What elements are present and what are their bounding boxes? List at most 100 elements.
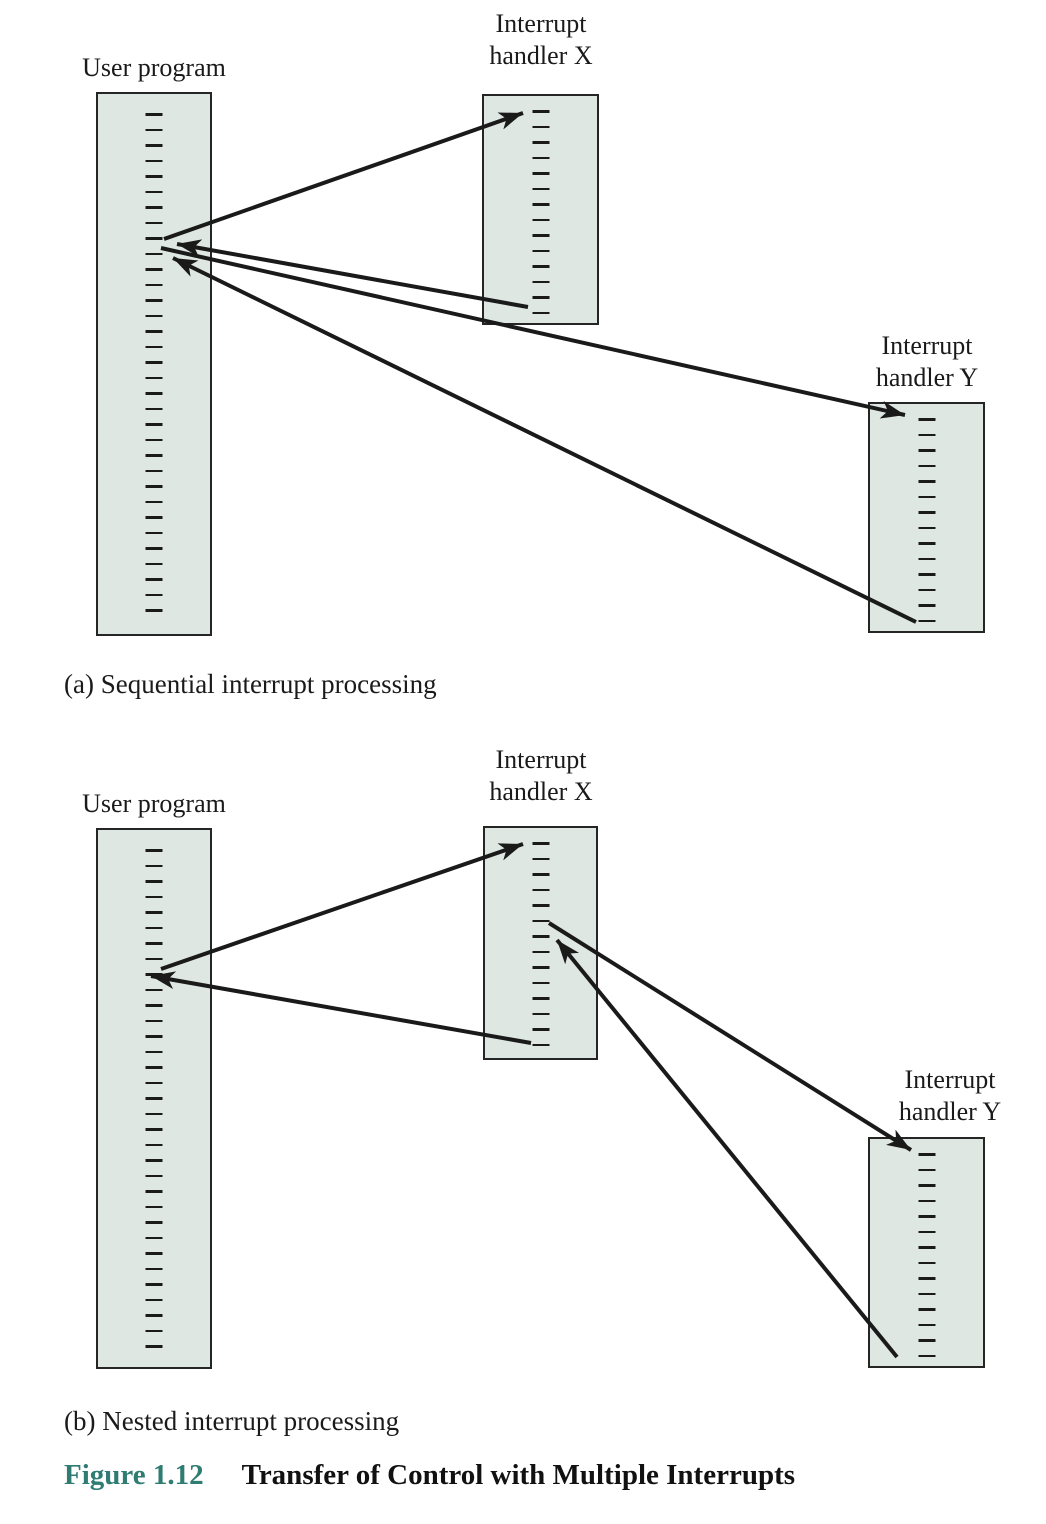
code-line-tick: [918, 1261, 935, 1265]
code-line-tick: [918, 1323, 935, 1327]
code-line-tick: [145, 299, 163, 302]
interrupt-handler-y-box-b: [868, 1137, 985, 1368]
code-line-tick: [145, 376, 163, 380]
code-line-tick: [145, 1004, 163, 1007]
arrow-b-user-to-handler-x: [160, 842, 524, 971]
code-line-tick: [145, 345, 163, 349]
code-line-tick: [918, 449, 935, 452]
code-line-tick: [532, 919, 549, 923]
code-line-tick: [145, 190, 163, 194]
code-line-tick: [145, 423, 163, 426]
code-line-tick: [918, 1153, 935, 1156]
code-line-tick: [532, 172, 549, 175]
arrow-a-user-to-handler-x: [163, 111, 524, 241]
interrupt-handler-y-label-a: Interrupt handler Y: [875, 331, 979, 392]
code-line-tick: [918, 511, 935, 514]
code-line-tick: [145, 159, 163, 163]
code-line-tick: [918, 619, 935, 623]
code-line-tick: [145, 330, 163, 333]
code-line-tick: [145, 1159, 163, 1162]
interrupt-handler-y-box-a: [868, 402, 985, 633]
caption-nested-processing: (b) Nested interrupt processing: [64, 1406, 400, 1436]
code-line-tick: [145, 1066, 163, 1069]
code-line-tick: [532, 950, 549, 954]
code-line-tick: [145, 1205, 163, 1209]
code-line-tick: [145, 1283, 163, 1286]
interrupt-handler-x-label-b: Interrupt handler X: [489, 745, 593, 806]
code-line-tick: [532, 249, 549, 253]
code-line-tick: [918, 1168, 935, 1172]
code-line-tick: [532, 935, 549, 938]
code-line-tick: [145, 361, 163, 364]
code-line-tick: [145, 469, 163, 473]
code-line-tick: [145, 1035, 163, 1038]
interrupt-handler-x-box-a: [482, 94, 599, 325]
code-line-tick: [918, 1354, 935, 1358]
code-line-tick: [145, 283, 163, 287]
code-line-tick: [918, 542, 935, 545]
code-line-tick: [145, 144, 163, 147]
code-line-tick: [918, 1339, 935, 1342]
code-line-tick: [532, 842, 549, 845]
code-line-tick: [145, 516, 163, 519]
code-line-tick: [145, 1128, 163, 1131]
code-line-tick: [918, 464, 935, 468]
code-line-tick: [145, 485, 163, 488]
arrow-b-handler-y-return-to-handler-x: [555, 938, 899, 1359]
code-line-tick: [145, 1190, 163, 1193]
code-line-tick: [532, 141, 549, 144]
user-program-box-b: [96, 828, 212, 1369]
code-line-tick: [145, 252, 163, 256]
figure-title: Transfer of Control with Multiple Interr…: [241, 1459, 796, 1491]
figure-number: Figure 1.12: [64, 1459, 204, 1491]
code-line-tick: [918, 526, 935, 530]
code-line-tick: [145, 237, 163, 240]
code-line-tick: [918, 1230, 935, 1234]
code-line-tick: [145, 268, 163, 271]
code-line-tick: [145, 407, 163, 411]
code-line-tick: [918, 418, 935, 421]
code-line-tick: [145, 392, 163, 395]
interrupt-handler-x-box-b: [483, 826, 598, 1060]
arrow-a-handler-x-return-to-user: [176, 239, 529, 309]
code-line-tick: [145, 500, 163, 504]
code-line-tick: [145, 864, 163, 868]
caption-sequential-processing: (a) Sequential interrupt processing: [64, 669, 437, 699]
code-line-tick: [145, 1174, 163, 1178]
code-line-tick: [918, 495, 935, 499]
code-line-tick: [918, 557, 935, 561]
code-line-tick: [145, 1236, 163, 1240]
code-line-tick: [532, 981, 549, 985]
code-line-tick: [918, 604, 935, 607]
code-line-tick: [145, 438, 163, 442]
interrupt-handler-x-label-a: Interrupt handler X: [489, 9, 593, 70]
code-line-tick: [145, 531, 163, 535]
code-line-tick: [145, 1050, 163, 1054]
code-line-tick: [918, 573, 935, 576]
code-line-tick: [145, 454, 163, 457]
code-line-tick: [532, 888, 549, 892]
code-line-tick: [145, 547, 163, 550]
figure-caption: Figure 1.12 Transfer of Control with Mult…: [64, 1458, 795, 1492]
code-line-tick: [532, 997, 549, 1000]
code-line-tick: [145, 1019, 163, 1023]
code-line-tick: [918, 433, 935, 437]
code-line-tick: [918, 480, 935, 483]
code-line-tick: [145, 1252, 163, 1255]
code-line-tick: [145, 221, 163, 225]
code-line-tick: [532, 110, 549, 113]
code-line-tick: [145, 849, 163, 852]
code-line-tick: [145, 1329, 163, 1333]
code-line-tick: [145, 562, 163, 566]
code-line-tick: [918, 1246, 935, 1249]
code-line-tick: [145, 880, 163, 883]
code-line-tick: [532, 218, 549, 222]
code-line-tick: [918, 1199, 935, 1203]
code-line-tick: [532, 857, 549, 861]
code-line-tick: [145, 1221, 163, 1224]
interrupt-handler-y-label-b: Interrupt handler Y: [898, 1065, 1002, 1126]
code-line-tick: [918, 588, 935, 592]
code-line-tick: [532, 966, 549, 969]
code-line-tick: [532, 187, 549, 191]
code-line-tick: [532, 203, 549, 206]
